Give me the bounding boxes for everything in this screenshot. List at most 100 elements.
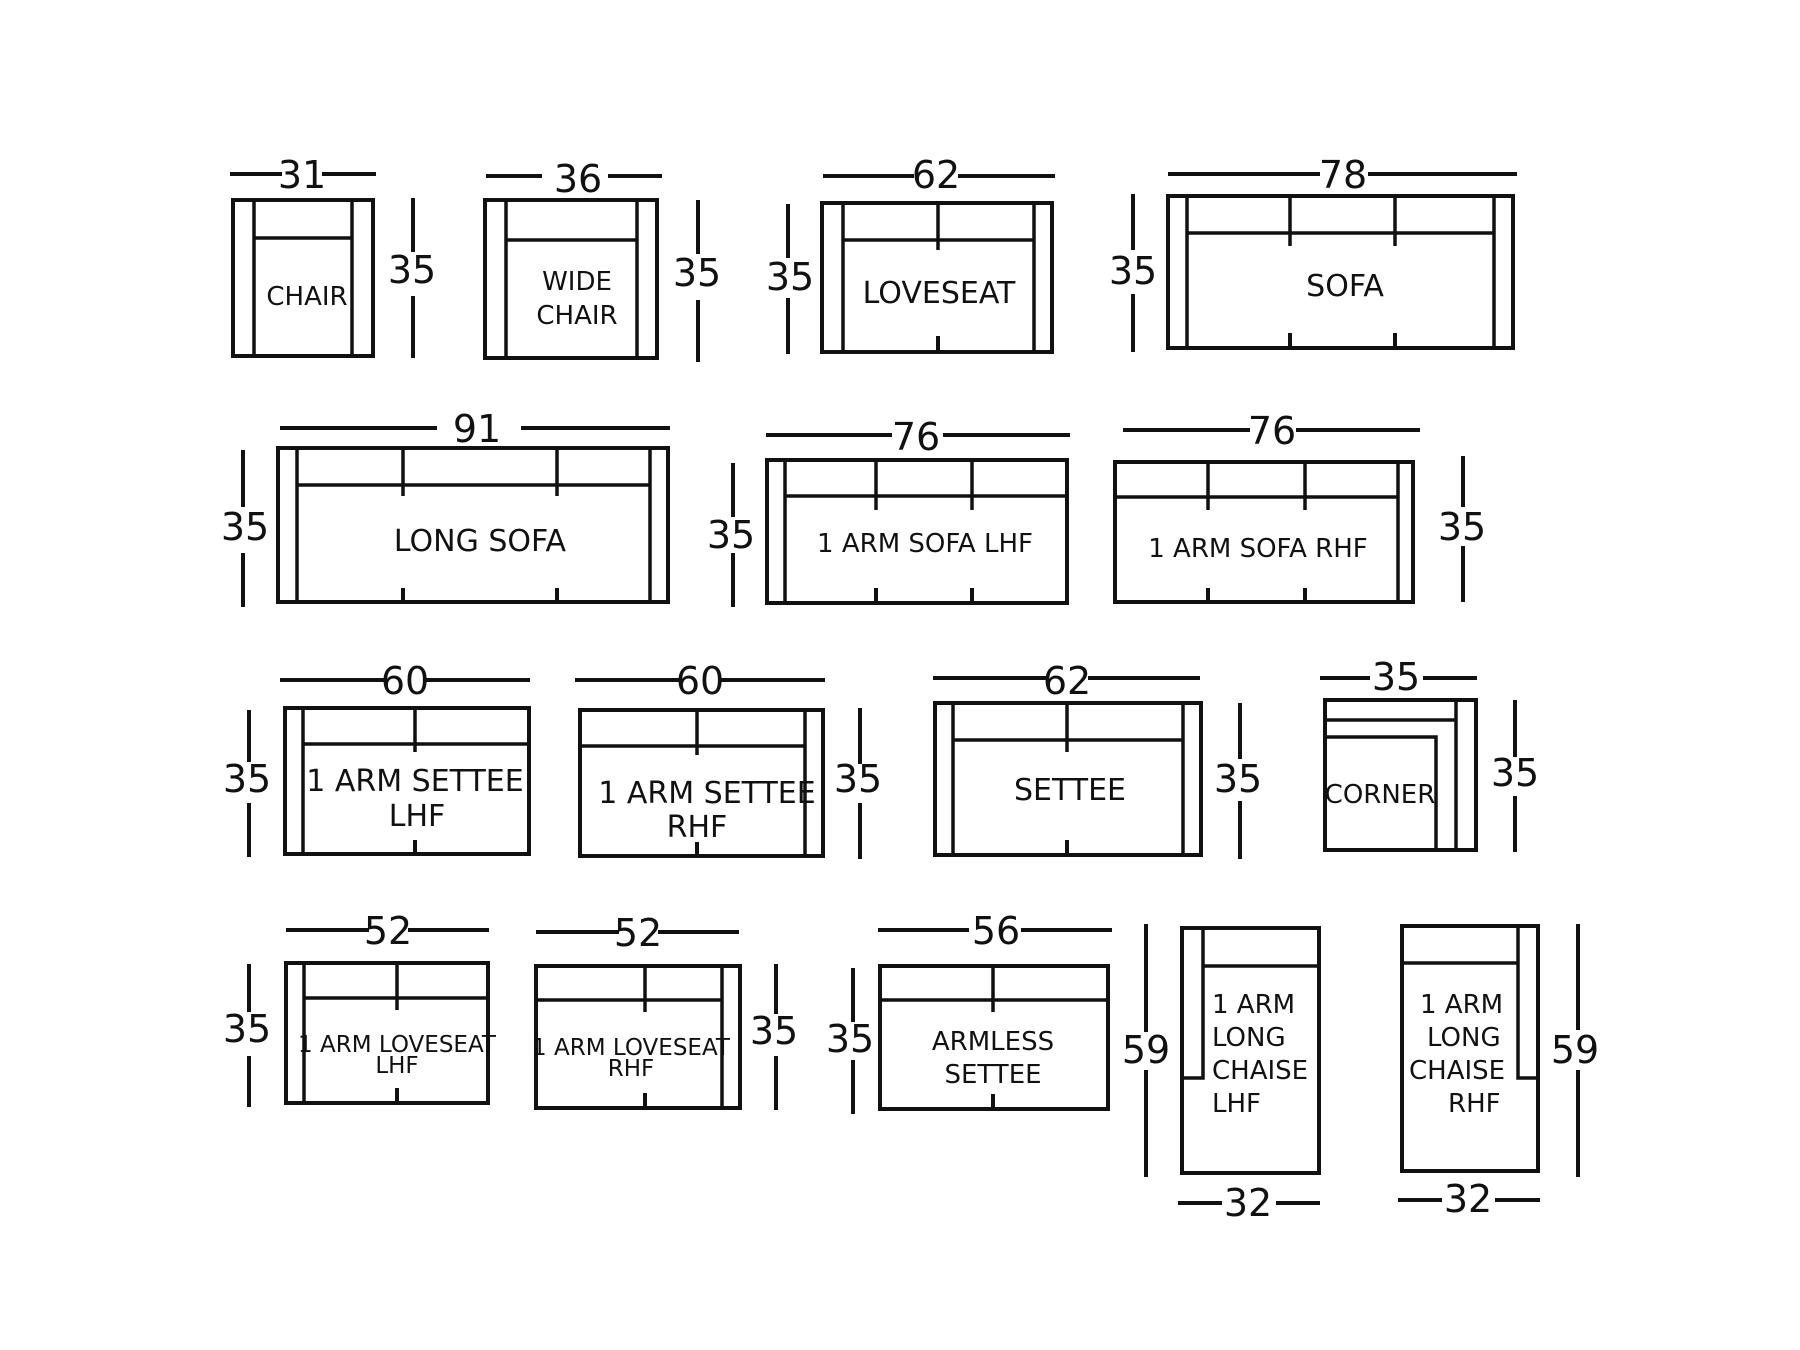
- width-dimension: 62: [823, 153, 1055, 197]
- piece-label-line-2: RHF: [608, 1056, 655, 1082]
- width-dimension: 52: [286, 909, 489, 953]
- width-label: 52: [364, 909, 412, 953]
- piece-wide-chair: 36 35 WIDE CHAIR: [483, 157, 721, 362]
- depth-label: 35: [1438, 505, 1486, 549]
- piece-label-line-4: LHF: [1212, 1089, 1261, 1119]
- width-label: 78: [1319, 153, 1367, 197]
- width-dimension: 76: [1123, 409, 1420, 453]
- depth-label: 35: [707, 513, 755, 557]
- depth-dimension: 35: [223, 710, 271, 857]
- depth-label: 35: [673, 251, 721, 295]
- width-label: 36: [554, 157, 602, 201]
- depth-dimension: 35: [750, 964, 798, 1110]
- depth-label: 35: [388, 248, 436, 292]
- width-dimension: 91: [280, 407, 670, 451]
- piece-1-arm-loveseat-lhf: 52 35 1 ARM LOVESEAT LHF: [223, 909, 497, 1107]
- width-dimension: 76: [766, 415, 1070, 459]
- piece-label: LONG SOFA: [394, 524, 567, 559]
- piece-label-line-4: RHF: [1448, 1089, 1501, 1119]
- depth-dimension: 59: [1551, 924, 1599, 1177]
- width-label: 91: [453, 407, 501, 451]
- piece-label-line-2: LHF: [375, 1053, 418, 1079]
- width-label: 76: [892, 415, 940, 459]
- piece-label-line-3: CHAISE: [1212, 1056, 1308, 1086]
- piece-label: SETTEE: [1014, 773, 1126, 808]
- piece-label-line-1: 1 ARM: [1420, 990, 1503, 1020]
- width-dimension: 62: [933, 659, 1200, 703]
- piece-label-line-2: RHF: [667, 810, 728, 845]
- piece-label: CORNER: [1325, 780, 1436, 810]
- depth-dimension: 35: [1438, 456, 1486, 602]
- depth-dimension: 35: [1109, 194, 1157, 352]
- width-label: 62: [1043, 659, 1091, 703]
- piece-1-arm-loveseat-rhf: 52 35 1 ARM LOVESEAT RHF: [532, 911, 798, 1110]
- width-dimension: 60: [575, 659, 825, 703]
- width-dimension: 78: [1168, 153, 1517, 197]
- piece-long-sofa: 91 35 LONG SOFA: [221, 407, 670, 607]
- piece-1-arm-sofa-lhf: 76 35 1 ARM SOFA LHF: [707, 415, 1070, 607]
- width-dimension: 32: [1178, 1181, 1320, 1225]
- depth-label: 59: [1551, 1028, 1599, 1072]
- width-dimension: 60: [280, 659, 530, 703]
- width-dimension: 35: [1320, 655, 1477, 699]
- depth-dimension: 35: [826, 968, 874, 1114]
- width-dimension: 32: [1398, 1177, 1540, 1221]
- piece-1-arm-settee-lhf: 60 35 1 ARM SETTEE LHF: [223, 659, 531, 857]
- depth-label: 35: [826, 1017, 874, 1061]
- piece-label-line-2: SETTEE: [944, 1060, 1041, 1090]
- width-label: 32: [1224, 1181, 1272, 1225]
- piece-corner: 35 35 CORNER: [1320, 655, 1539, 852]
- piece-1-arm-settee-rhf: 60 35 1 ARM SETTEE RHF: [575, 659, 882, 859]
- piece-1-arm-sofa-rhf: 76 35 1 ARM SOFA RHF: [1113, 409, 1486, 604]
- piece-label-line-1: 1 ARM SETTEE: [306, 764, 523, 799]
- depth-label: 35: [223, 1007, 271, 1051]
- piece-1-arm-long-chaise-rhf: 32 59 1 ARM LONG CHAISE RHF: [1398, 924, 1599, 1221]
- depth-label: 59: [1122, 1028, 1170, 1072]
- piece-sofa: 78 35 SOFA: [1109, 153, 1517, 352]
- piece-1-arm-long-chaise-lhf: 32 59 1 ARM LONG CHAISE LHF: [1122, 924, 1321, 1225]
- piece-label-line-1: ARMLESS: [932, 1027, 1054, 1057]
- piece-label-line-2: LONG: [1212, 1023, 1286, 1053]
- piece-label-line-2: LHF: [389, 799, 446, 834]
- depth-dimension: 35: [707, 463, 755, 607]
- depth-dimension: 59: [1122, 924, 1170, 1177]
- piece-label-line-2: CHAIR: [536, 301, 617, 331]
- piece-label: CHAIR: [266, 282, 347, 312]
- depth-label: 35: [750, 1009, 798, 1053]
- depth-dimension: 35: [766, 204, 814, 354]
- depth-label: 35: [834, 757, 882, 801]
- depth-dimension: 35: [834, 708, 882, 859]
- width-label: 60: [676, 659, 724, 703]
- depth-label: 35: [766, 255, 814, 299]
- depth-label: 35: [221, 505, 269, 549]
- piece-armless-settee: 56 35 ARMLESS SETTEE: [826, 909, 1112, 1114]
- piece-settee: 62 35 SETTEE: [933, 659, 1262, 859]
- width-dimension: 52: [536, 911, 739, 955]
- width-dimension: 56: [878, 909, 1112, 953]
- depth-label: 35: [1214, 757, 1262, 801]
- piece-label: 1 ARM SOFA RHF: [1148, 534, 1368, 564]
- piece-label-line-1: 1 ARM: [1212, 990, 1295, 1020]
- depth-label: 35: [223, 757, 271, 801]
- piece-label: SOFA: [1306, 269, 1384, 304]
- piece-loveseat: 62 35 LOVESEAT: [766, 153, 1055, 354]
- width-dimension: 36: [486, 157, 662, 201]
- width-label: 56: [972, 909, 1020, 953]
- piece-label-line-1: WIDE: [542, 267, 612, 297]
- width-label: 35: [1372, 655, 1420, 699]
- piece-label: 1 ARM SOFA LHF: [817, 529, 1033, 559]
- width-label: 76: [1248, 409, 1296, 453]
- width-label: 52: [614, 911, 662, 955]
- piece-label-line-1: 1 ARM LOVESEAT: [298, 1032, 497, 1058]
- depth-dimension: 35: [673, 200, 721, 362]
- width-dimension: 31: [230, 153, 376, 197]
- depth-label: 35: [1491, 751, 1539, 795]
- depth-dimension: 35: [1214, 703, 1262, 859]
- piece-chair: 31 35 CHAIR: [230, 153, 436, 358]
- piece-label-line-2: LONG: [1427, 1023, 1501, 1053]
- width-label: 32: [1444, 1177, 1492, 1221]
- width-label: 60: [381, 659, 429, 703]
- depth-dimension: 35: [1491, 700, 1539, 852]
- depth-dimension: 35: [223, 964, 271, 1107]
